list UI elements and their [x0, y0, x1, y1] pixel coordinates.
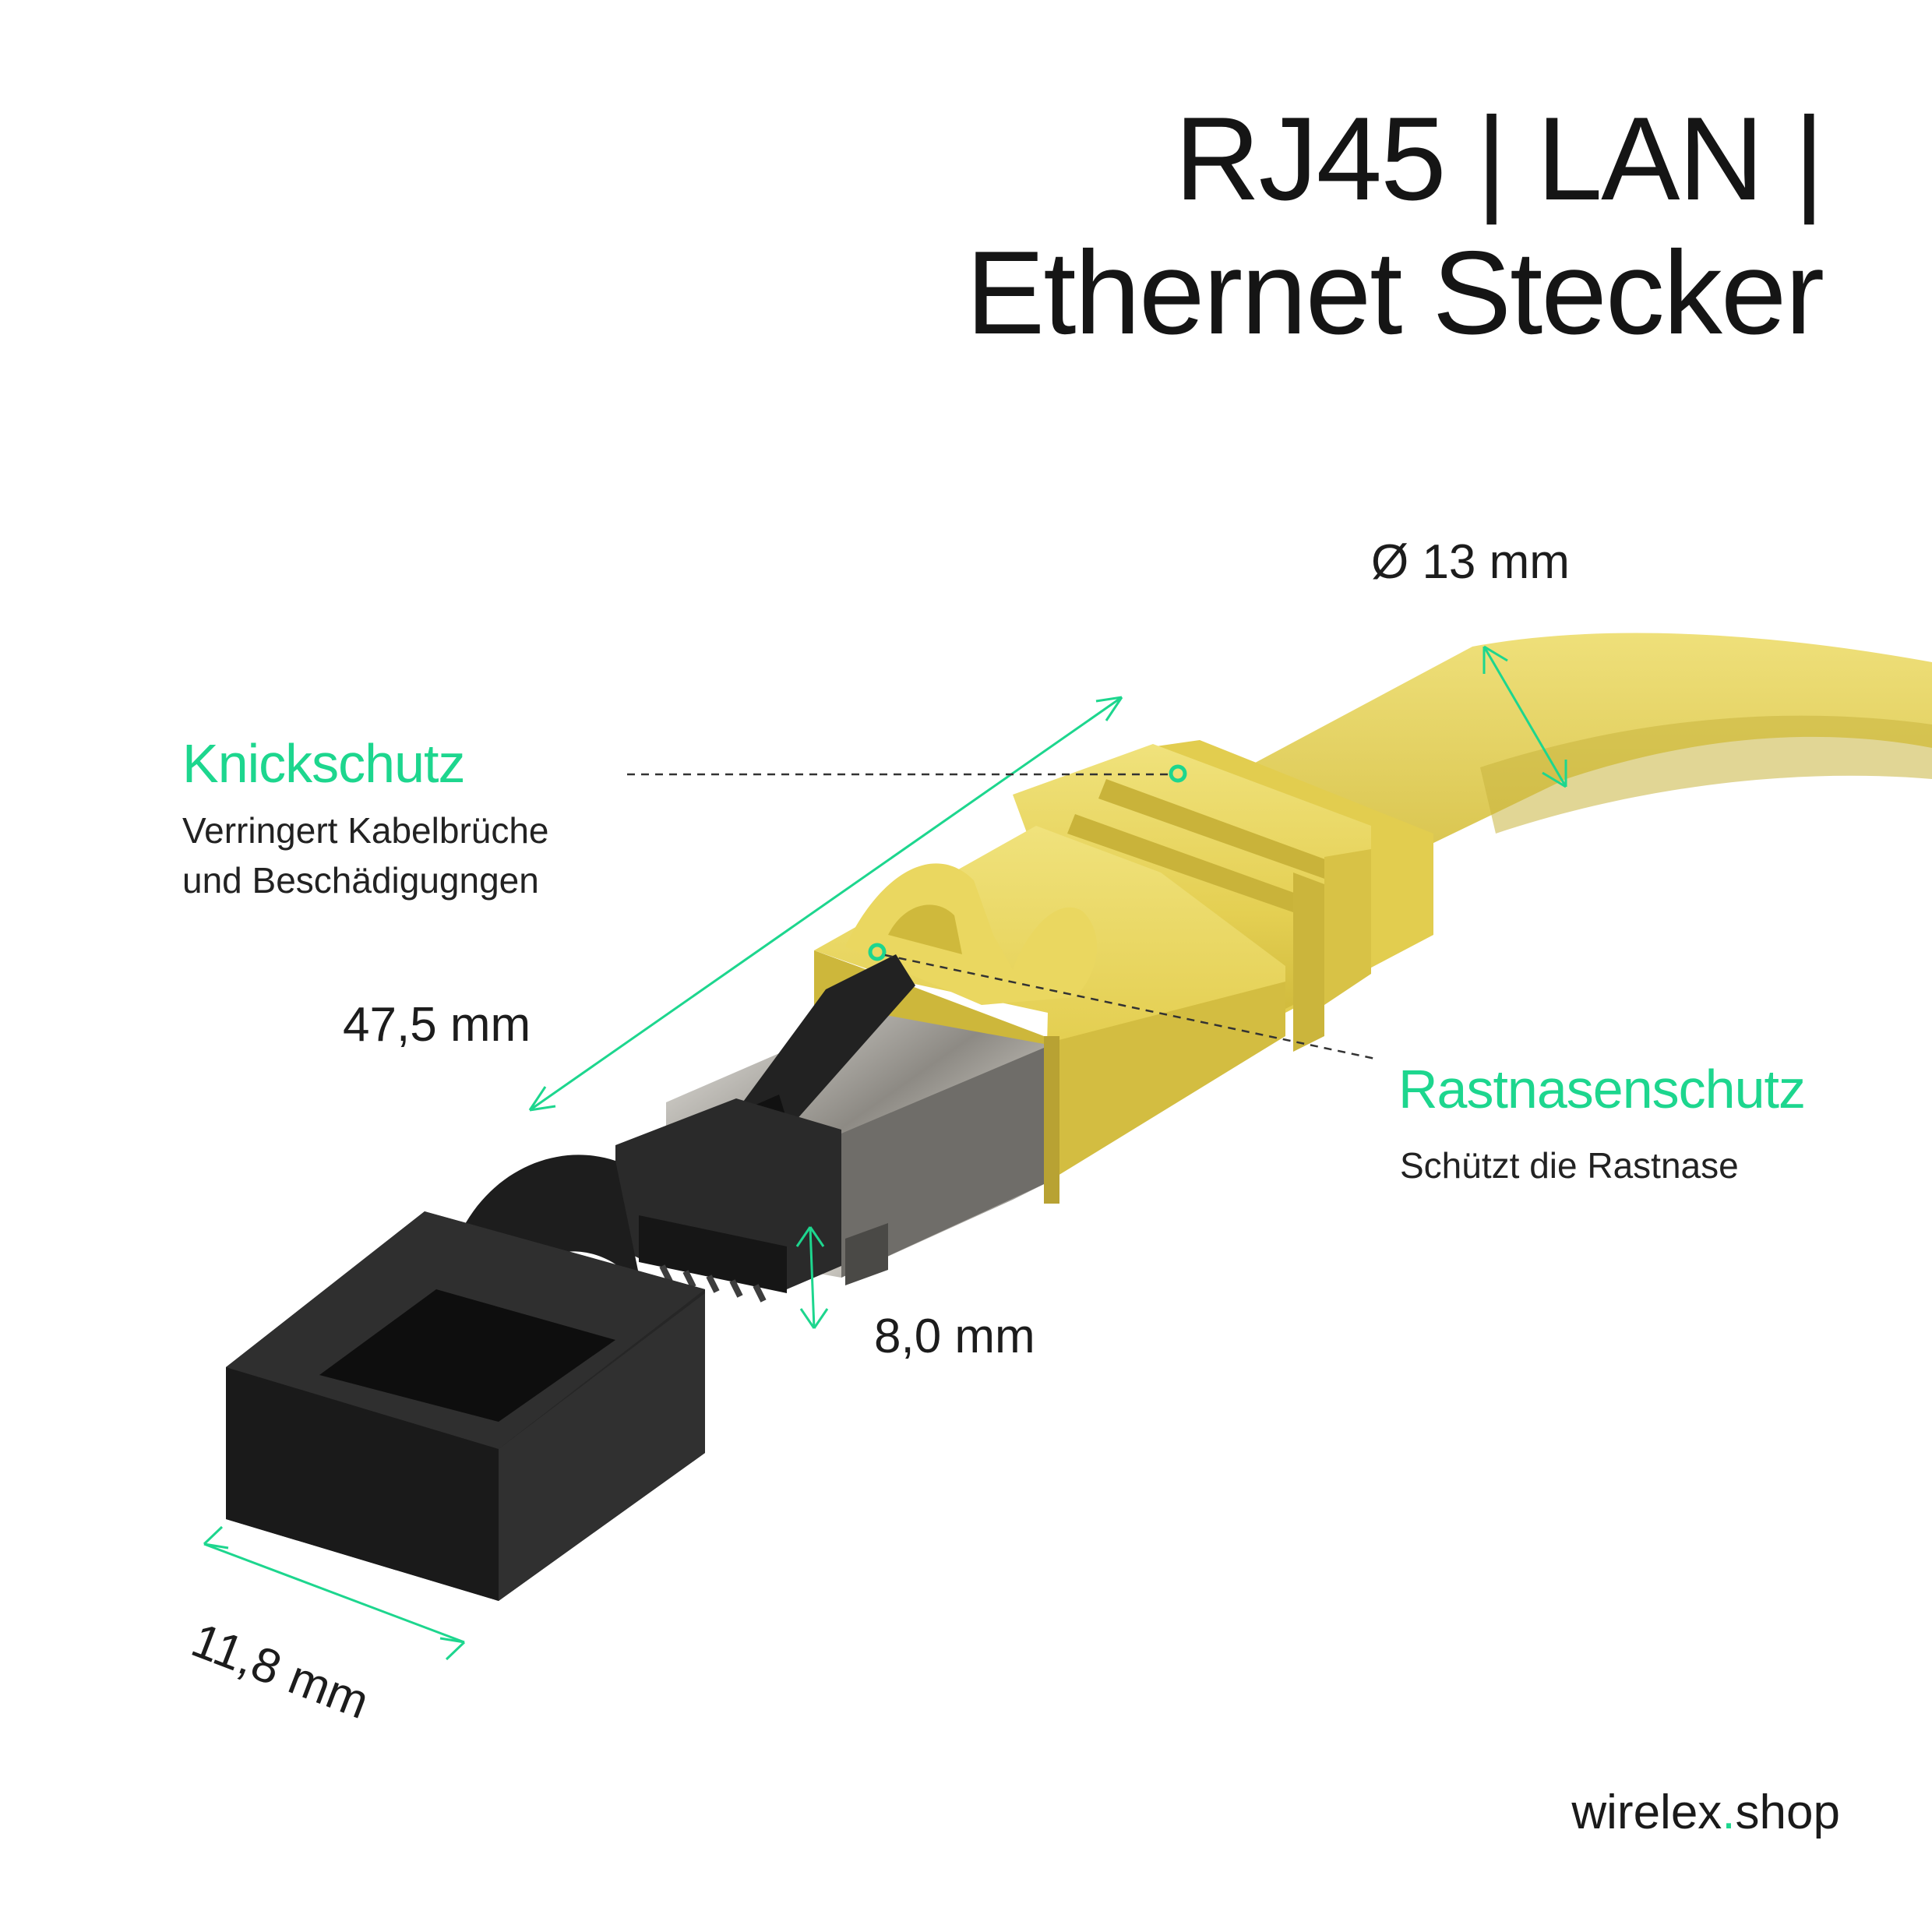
width-dimension-line	[203, 1542, 465, 1644]
brand-logo: wirelex.shop	[1571, 1785, 1840, 1840]
brand-name: wirelex	[1571, 1786, 1722, 1839]
diameter-label: Ø 13 mm	[1371, 535, 1570, 589]
title-line-1: RJ45 | LAN |	[1174, 93, 1824, 225]
rastnasenschutz-leader	[884, 954, 1380, 1061]
brand-dot: .	[1722, 1786, 1736, 1839]
brand-tld: shop	[1735, 1786, 1840, 1839]
dimension-lines	[203, 645, 1567, 1661]
title-line-2: Ethernet Stecker	[965, 227, 1824, 359]
diameter-arrowhead-start	[1482, 645, 1508, 674]
height-label: 8,0 mm	[874, 1310, 1035, 1363]
height-arrowhead-start	[795, 1226, 825, 1247]
dust-cap	[226, 1155, 705, 1601]
length-label: 47,5 mm	[343, 998, 531, 1052]
rastnasenschutz-heading: Rastnasenschutz	[1398, 1059, 1806, 1119]
height-arrowhead-end	[799, 1308, 829, 1329]
knickschutz-marker	[1169, 764, 1187, 783]
page-title: RJ45 | LAN | Ethernet Stecker	[965, 92, 1824, 360]
width-arrowhead-start	[203, 1525, 229, 1549]
length-dimension-line	[529, 696, 1123, 1112]
width-arrowhead-end	[439, 1637, 466, 1661]
flat-cable	[1246, 633, 1932, 888]
diameter-dimension-line	[1482, 646, 1567, 788]
contact-block	[615, 1098, 841, 1303]
length-arrowhead-end	[1095, 696, 1123, 721]
rastnasenschutz-marker	[868, 943, 887, 961]
knickschutz-heading: Knickschutz	[182, 733, 465, 794]
knickschutz-description-line-1: Verringert Kabelbrüche	[182, 810, 549, 851]
diameter-arrowhead-end	[1542, 760, 1567, 788]
knickschutz-description-line-2: und Beschädigugngen	[182, 860, 539, 901]
rastnasenschutz-description: Schützt die Rastnase	[1400, 1145, 1739, 1186]
length-arrowhead-start	[528, 1086, 556, 1112]
height-dimension-line	[809, 1226, 816, 1329]
leader-lines	[627, 773, 1380, 1061]
